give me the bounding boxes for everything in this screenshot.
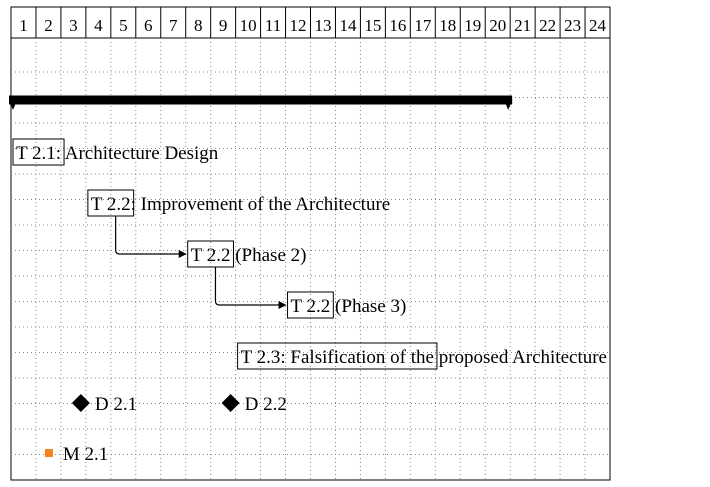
task-box-text: T 2.3: Falsification of the bbox=[241, 347, 434, 368]
task-t22: T 2.2: Improvement of the Architecture bbox=[87, 189, 390, 217]
month-label-19: 19 bbox=[464, 16, 481, 35]
task-box bbox=[237, 342, 438, 370]
milestone-square-icon bbox=[44, 449, 53, 457]
task-box bbox=[187, 240, 234, 268]
month-label-9: 9 bbox=[219, 16, 228, 35]
month-label-18: 18 bbox=[439, 16, 456, 35]
milestone-1: M 2.1 bbox=[44, 444, 108, 465]
task-rest-text: (Phase 2) bbox=[230, 245, 306, 266]
task-rest-text: proposed Architecture bbox=[434, 347, 607, 368]
task-box-text: T 2.2 bbox=[291, 296, 331, 317]
month-label-11: 11 bbox=[265, 16, 281, 35]
task-box-text: T 2.1: bbox=[16, 143, 61, 164]
month-label-1: 1 bbox=[19, 16, 28, 35]
month-label-22: 22 bbox=[539, 16, 556, 35]
task-rest-text: : Improvement of the Architecture bbox=[131, 194, 391, 215]
month-label-7: 7 bbox=[169, 16, 178, 35]
deliverable-diamond-icon bbox=[71, 394, 90, 412]
dependency-arrow-head bbox=[278, 301, 287, 309]
summary-bar bbox=[9, 95, 513, 105]
summary-bar-end-cap bbox=[504, 100, 513, 110]
task-label: T 2.2 (Phase 3) bbox=[291, 296, 407, 317]
task-t22p3: T 2.2 (Phase 3) bbox=[287, 291, 407, 319]
summary-bar-group bbox=[9, 95, 513, 110]
month-label-16: 16 bbox=[389, 16, 406, 35]
month-label-12: 12 bbox=[290, 16, 307, 35]
month-label-6: 6 bbox=[144, 16, 153, 35]
task-box bbox=[87, 189, 135, 217]
grid bbox=[10, 6, 611, 481]
deliverable-diamond-icon bbox=[221, 394, 240, 412]
month-label-10: 10 bbox=[240, 16, 257, 35]
milestone-label: M 2.1 bbox=[63, 444, 108, 465]
deliverable-label: D 2.2 bbox=[245, 394, 287, 415]
task-label: T 2.2: Improvement of the Architecture bbox=[91, 194, 390, 215]
deliverables-and-milestones: D 2.1 D 2.2 M 2.1 bbox=[44, 394, 287, 465]
dependency-arrow-head bbox=[178, 250, 187, 258]
task-rest-text: (Phase 3) bbox=[330, 296, 406, 317]
task-label: T 2.1: Architecture Design bbox=[16, 143, 219, 164]
task-box bbox=[12, 138, 65, 166]
month-label-23: 23 bbox=[564, 16, 581, 35]
month-label-8: 8 bbox=[194, 16, 203, 35]
task-t22p2: T 2.2 (Phase 2) bbox=[187, 240, 307, 268]
task-rest-text: Architecture Design bbox=[61, 143, 219, 164]
task-t21: T 2.1: Architecture Design bbox=[12, 138, 219, 166]
dependency-arrow-line bbox=[214, 267, 280, 306]
task-t23: T 2.3: Falsification of the proposed Arc… bbox=[237, 342, 607, 370]
deliverable-1: D 2.1 bbox=[71, 394, 137, 415]
month-label-15: 15 bbox=[364, 16, 381, 35]
task-label: T 2.2 (Phase 2) bbox=[191, 245, 307, 266]
month-label-20: 20 bbox=[489, 16, 506, 35]
task-box-text: T 2.2 bbox=[191, 245, 231, 266]
task-box-text: T 2.2 bbox=[91, 194, 131, 215]
month-label-14: 14 bbox=[339, 16, 357, 35]
month-label-13: 13 bbox=[314, 16, 331, 35]
dependency-arrow-line bbox=[115, 216, 180, 255]
deliverable-label: D 2.1 bbox=[95, 394, 137, 415]
summary-bar-start-cap bbox=[9, 100, 17, 110]
month-label-21: 21 bbox=[514, 16, 531, 35]
month-label-3: 3 bbox=[69, 16, 78, 35]
deliverable-2: D 2.2 bbox=[221, 394, 287, 415]
month-label-4: 4 bbox=[94, 16, 103, 35]
task-label: T 2.3: Falsification of the proposed Arc… bbox=[241, 347, 607, 368]
month-label-5: 5 bbox=[119, 16, 128, 35]
month-label-17: 17 bbox=[414, 16, 432, 35]
month-label-24: 24 bbox=[589, 16, 607, 35]
task-box bbox=[287, 291, 334, 319]
dependencies bbox=[115, 216, 287, 309]
month-label-2: 2 bbox=[44, 16, 53, 35]
